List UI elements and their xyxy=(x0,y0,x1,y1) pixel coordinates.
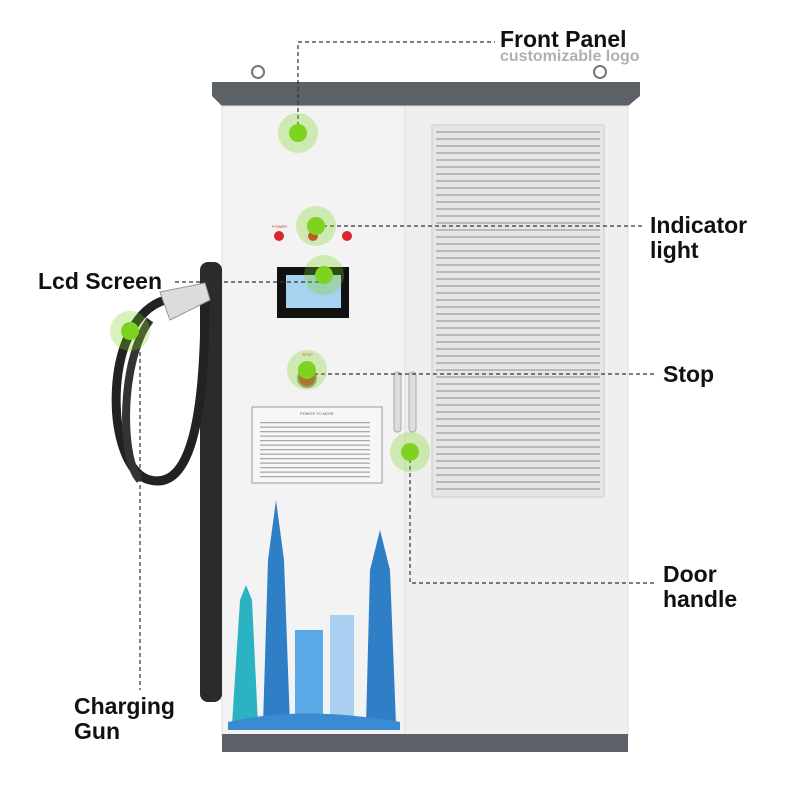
notice-line xyxy=(260,426,370,428)
hotspot-front-panel[interactable] xyxy=(278,113,318,153)
hotspot-door-handle[interactable] xyxy=(390,432,430,472)
notice-line xyxy=(260,431,370,433)
cabinet-roof xyxy=(212,82,640,106)
power-label: POWER xyxy=(272,224,287,229)
indicator-line2: light xyxy=(650,237,699,263)
notice-line xyxy=(260,453,370,455)
gun-line1: Charging xyxy=(74,693,175,719)
notice-line xyxy=(260,458,370,460)
gun-line2: Gun xyxy=(74,718,120,744)
notice-text-lines xyxy=(260,422,370,478)
lcd-display xyxy=(286,275,341,308)
louver-vent xyxy=(431,124,605,498)
notice-line xyxy=(260,440,370,442)
hotspot-indicator[interactable] xyxy=(296,206,336,246)
lcd-screen-label: Lcd Screen xyxy=(38,268,162,294)
front-panel-label: Front Panel xyxy=(500,26,627,52)
front-panel-sublabel: customizable logo xyxy=(500,48,640,65)
notice-line xyxy=(260,422,370,424)
power-light xyxy=(274,231,284,241)
cabinet-base xyxy=(222,734,628,752)
notice-line xyxy=(260,444,370,446)
stop-callout-label: Stop xyxy=(663,361,715,387)
notice-line xyxy=(260,476,370,478)
leader-lines xyxy=(139,41,655,690)
notice-title: POINTS TO NOTE xyxy=(300,411,334,416)
notice-line xyxy=(260,449,370,451)
eye-bolt-right xyxy=(593,65,607,79)
notice-line xyxy=(260,471,370,473)
door-line1: Door xyxy=(663,561,717,587)
stop-label: STOP xyxy=(302,352,313,357)
fault-light xyxy=(342,231,352,241)
notice-line xyxy=(260,467,370,469)
eye-bolt-left xyxy=(251,65,265,79)
charging-cable-loop xyxy=(122,317,154,483)
door-line2: handle xyxy=(663,586,738,612)
door-handle-left[interactable] xyxy=(393,371,402,433)
notice-line xyxy=(260,462,370,464)
notice-line xyxy=(260,435,370,437)
city-skyline-graphic xyxy=(228,500,400,730)
charging-cable xyxy=(111,295,210,486)
hotspot-lcd[interactable] xyxy=(304,255,344,295)
charging-gun[interactable] xyxy=(159,282,211,321)
indicator-line1: Indicator xyxy=(650,212,748,238)
door-handle-right[interactable] xyxy=(408,371,417,433)
hotspot-charging-gun[interactable] xyxy=(110,311,150,351)
hotspot-stop[interactable] xyxy=(287,350,327,390)
